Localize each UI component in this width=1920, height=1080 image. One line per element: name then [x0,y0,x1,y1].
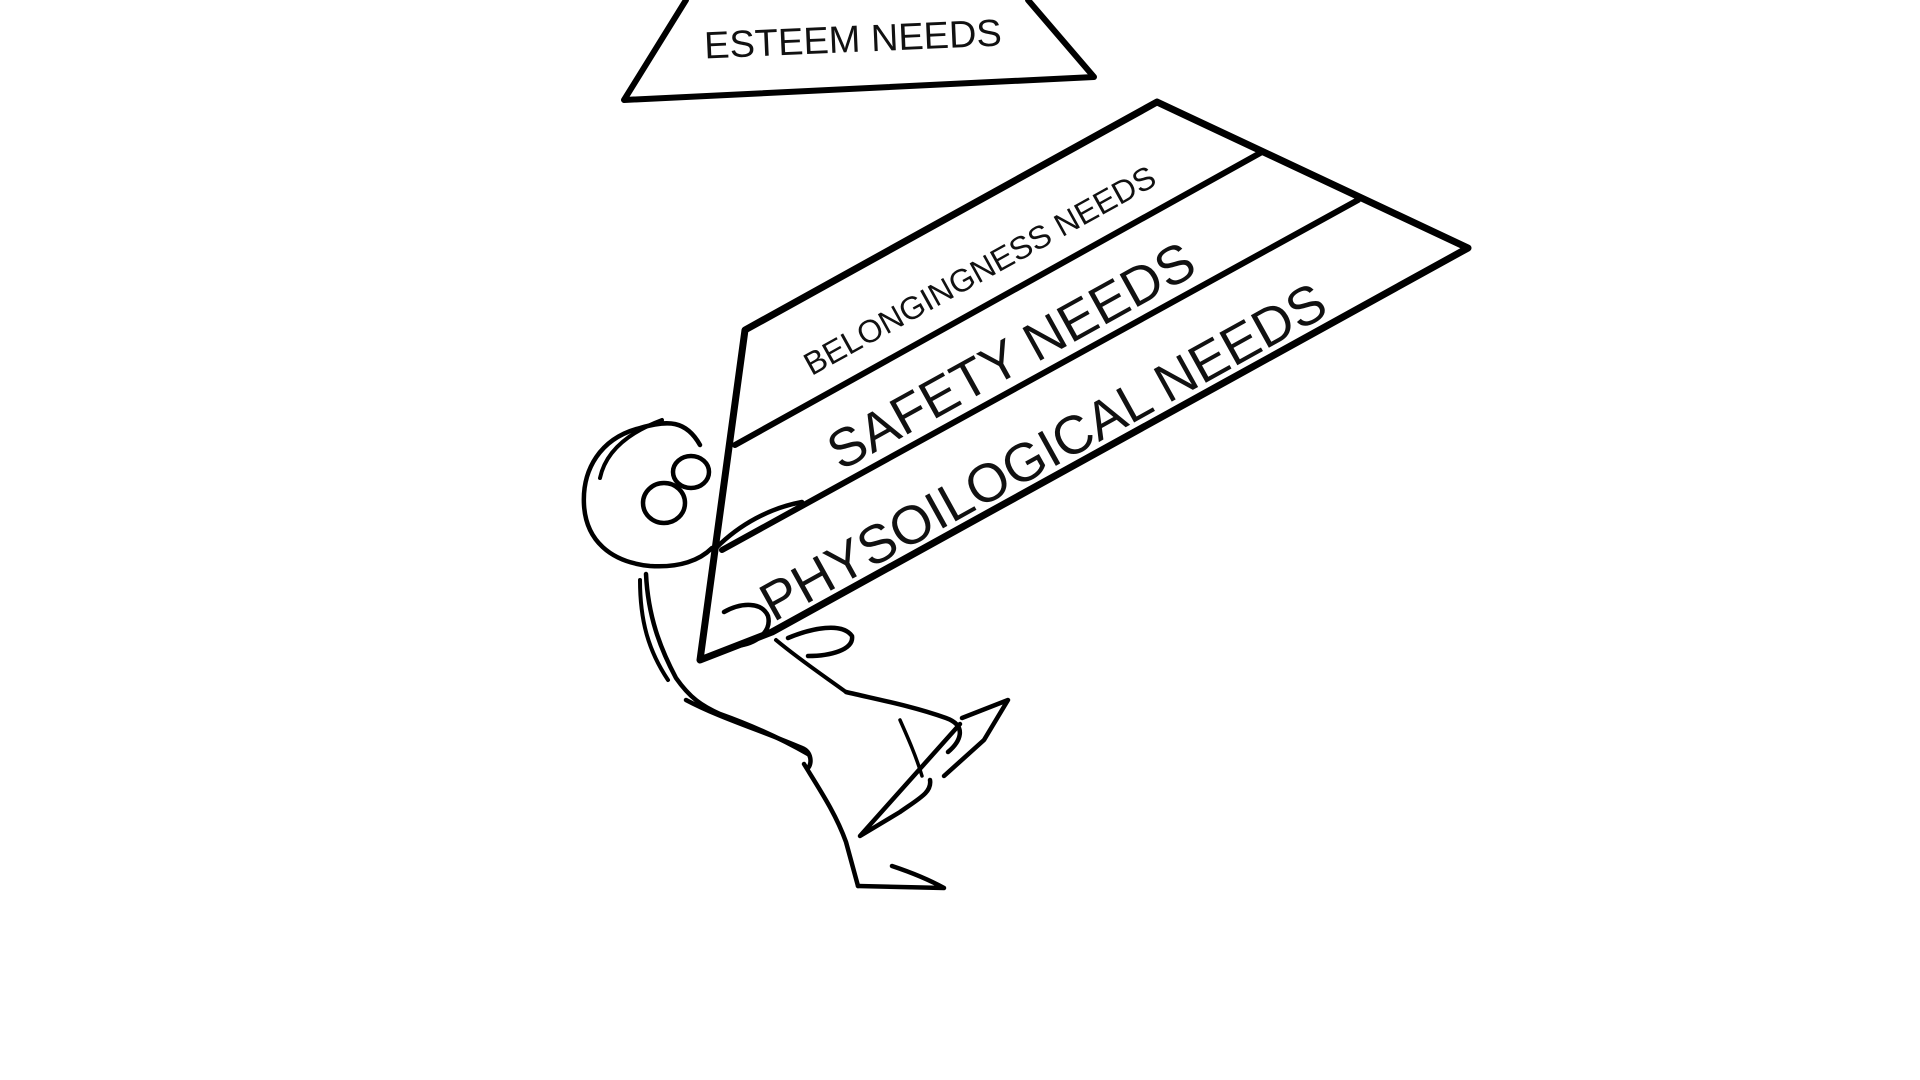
figure-foot-front [941,697,1011,779]
figure-arm-lower [774,638,848,694]
figure-hand-lower [785,625,855,659]
esteem-needs-layer: ESTEEM NEEDS [621,0,1097,103]
figure-torso-back [638,578,670,682]
figure-leg-back [683,697,813,771]
figure-eye-left [640,480,688,526]
carried-pyramid: BELONGINGNESS NEEDS SAFETY NEEDS PHYSOIL… [696,98,1472,664]
esteem-needs-outline [621,0,1097,103]
figure-shin-back [801,761,861,889]
esteem-needs-label: ESTEEM NEEDS [703,13,1002,68]
figure-hand-upper [721,602,771,649]
figure-hair [598,418,664,480]
figure-arm-upper [713,499,805,551]
figure-knee-detail [898,718,924,778]
divider-safety-physiological [719,197,1361,553]
divider-belonging-safety [732,149,1265,448]
stick-figure [581,418,1011,891]
figure-leg-front [843,689,962,755]
figure-head [581,421,715,569]
figure-shin-front [857,721,963,839]
figure-eye-right [670,453,712,491]
figure-foot-back [855,863,947,891]
